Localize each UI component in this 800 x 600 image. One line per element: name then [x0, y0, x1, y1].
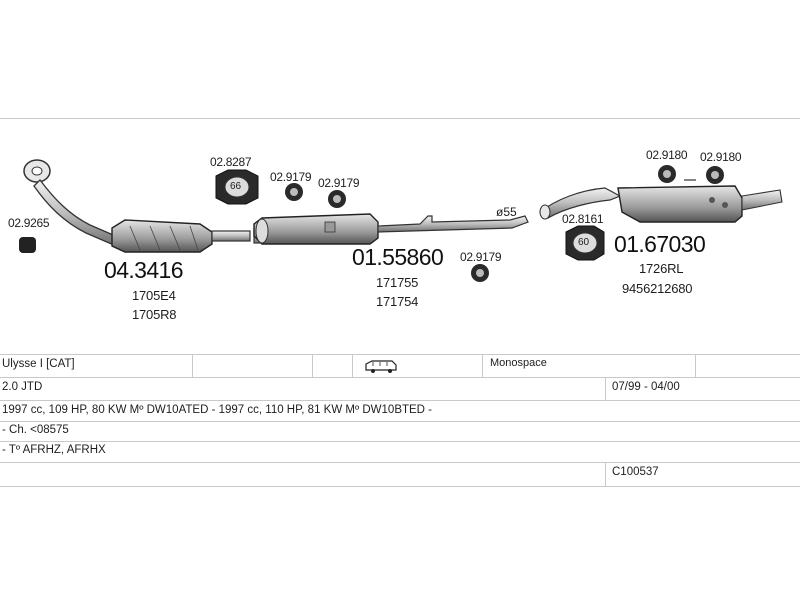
accessory-label-02-9179-c: 02.9179 [460, 250, 502, 264]
vehicle-details: 1997 cc, 109 HP, 80 KW Mº DW10ATED - 199… [2, 404, 433, 416]
mount-02-9180-b [706, 166, 724, 184]
clamp-size-60: 60 [578, 237, 590, 248]
accessory-label-02-9179-b: 02.9179 [318, 176, 360, 190]
part-number-catalyst[interactable]: 04.3416 [104, 257, 184, 283]
top-rule [0, 118, 800, 119]
vehicle-body-type: Monospace [490, 357, 547, 369]
mount-02-9179-a [285, 183, 303, 201]
front-pipe [23, 159, 119, 247]
mount-02-9179-c [471, 264, 489, 282]
vehicle-dates: 07/99 - 04/00 [612, 381, 680, 393]
middle-silencer [253, 213, 529, 245]
vehicle-chassis: - Ch. <08575 [2, 424, 69, 436]
mount-02-9180-a [658, 165, 676, 183]
rear-silencer [539, 179, 783, 223]
catalytic-converter [111, 219, 251, 253]
accessory-label-02-9180-a: 02.9180 [646, 148, 688, 162]
accessory-label-02-8161: 02.8161 [562, 212, 604, 226]
oem-ref-rear-1: 1726RL [639, 261, 684, 276]
oem-ref-middle-1: 171755 [376, 275, 419, 290]
oem-ref-middle-2: 171754 [376, 294, 419, 309]
clamp-size-66: 66 [230, 181, 242, 192]
vehicle-model: Ulysse I [CAT] [2, 358, 75, 370]
gasket-02-9265 [19, 237, 36, 253]
van-icon [365, 360, 397, 373]
oem-ref-rear-2: 9456212680 [622, 281, 693, 296]
vehicle-types: - Tº AFRHZ, AFRHX [2, 444, 106, 456]
oem-ref-catalyst-1: 1705E4 [132, 288, 176, 303]
accessory-label-02-9180-b: 02.9180 [700, 150, 742, 164]
accessory-label-02-9265: 02.9265 [8, 216, 50, 230]
exhaust-system-diagram [19, 159, 783, 282]
clamp-02-8287 [215, 169, 259, 205]
mount-02-9179-b [328, 190, 346, 208]
part-number-middle[interactable]: 01.55860 [352, 244, 444, 270]
accessory-label-02-9179-a: 02.9179 [270, 170, 312, 184]
catalogue-code: C100537 [612, 466, 659, 478]
oem-ref-catalyst-2: 1705R8 [132, 307, 177, 322]
accessory-label-02-8287: 02.8287 [210, 155, 252, 169]
clamp-02-8161 [565, 225, 605, 261]
pipe-diameter-label: ø55 [496, 205, 517, 219]
vehicle-engine: 2.0 JTD [2, 381, 43, 393]
part-number-rear[interactable]: 01.67030 [614, 231, 706, 257]
